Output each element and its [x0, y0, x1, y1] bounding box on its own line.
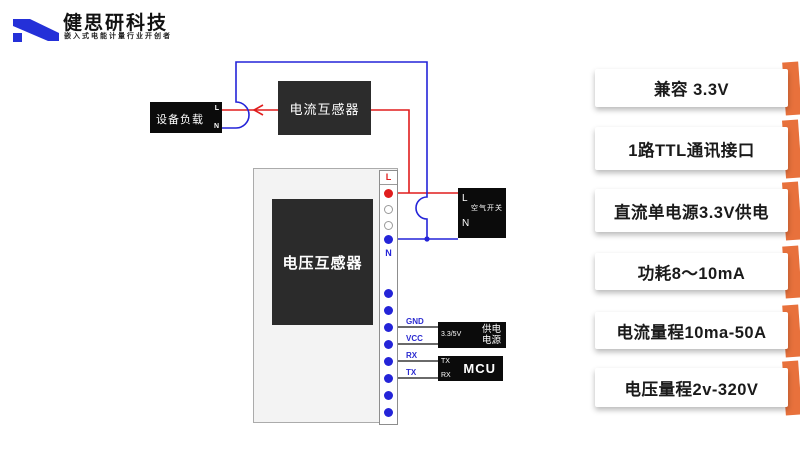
pin-label-rx: RX	[406, 351, 418, 360]
brand-subtitle: 嵌入式电能计量行业开创者	[64, 33, 172, 40]
load-terminal-n: N	[213, 123, 219, 130]
strip-separator	[380, 184, 397, 185]
brand-title: 健思研科技	[63, 13, 169, 34]
terminal-dot-signal	[384, 323, 393, 332]
load-label: 设备负载	[156, 114, 204, 126]
wire-junction-dot	[424, 236, 430, 242]
feature-card: 兼容 3.3V	[595, 61, 800, 116]
mcu-pin-tx: TX	[441, 358, 450, 365]
terminal-dot-signal	[384, 374, 393, 383]
power-supply-voltage: 3.3/5V	[441, 331, 462, 338]
mcu-box: TX RX MCU	[438, 356, 503, 381]
power-supply-label-line2: 电源	[481, 335, 501, 346]
voltage-transformer-label: 电压互感器	[282, 254, 363, 272]
air-switch-terminal-n: N	[462, 218, 470, 229]
feature-label: 兼容 3.3V	[595, 69, 788, 107]
brand-logo-icon	[13, 19, 59, 42]
current-transformer-box: 电流互感器	[278, 81, 371, 135]
load-terminal-l: L	[214, 105, 219, 112]
feature-label: 功耗8～10mA	[595, 253, 788, 290]
terminal-dot-signal	[384, 408, 393, 417]
feature-card: 电压量程2v-320V	[595, 360, 800, 416]
wire-live-ct-to-board	[371, 109, 410, 193]
terminal-dot-signal	[384, 357, 393, 366]
air-switch-terminal-l: L	[462, 193, 468, 204]
power-supply-label: 供电 电源	[482, 324, 501, 346]
pin-label-tx: TX	[406, 368, 417, 377]
feature-label: 电流量程10ma-50A	[595, 312, 788, 349]
terminal-dot-spare	[384, 205, 393, 214]
power-supply-label-line1: 供电	[481, 324, 501, 335]
strip-label-l: L	[385, 172, 392, 182]
current-direction-arrow	[252, 104, 264, 116]
terminal-dot-signal	[384, 340, 393, 349]
feature-card: 1路TTL通讯接口	[595, 119, 800, 179]
feature-label: 电压量程2v-320V	[595, 368, 788, 407]
mcu-label: MCU	[463, 361, 496, 376]
terminal-strip: L N	[379, 170, 398, 425]
strip-label-n: N	[385, 248, 392, 258]
terminal-dot-signal	[384, 289, 393, 298]
feature-card: 电流量程10ma-50A	[595, 304, 800, 358]
feature-card: 功耗8～10mA	[595, 245, 800, 299]
terminal-dot-neutral	[384, 235, 393, 244]
pin-label-vcc: VCC	[406, 334, 423, 343]
mcu-pin-rx: RX	[441, 372, 451, 379]
terminal-dot-live	[384, 189, 393, 198]
pin-label-gnd: GND	[406, 317, 424, 326]
feature-card: 直流单电源3.3V供电	[595, 181, 800, 241]
feature-label: 直流单电源3.3V供电	[595, 189, 788, 232]
terminal-dot-signal	[384, 306, 393, 315]
feature-label: 1路TTL通讯接口	[595, 127, 788, 170]
load-box: 设备负载 L N	[150, 102, 222, 133]
air-switch-box: L N 空气开关	[458, 188, 506, 238]
voltage-transformer-box: 电压互感器	[272, 199, 373, 325]
air-switch-label: 空气开关	[471, 205, 503, 212]
wire-neutral-load-loop	[222, 61, 428, 238]
terminal-dot-signal	[384, 391, 393, 400]
terminal-dot-spare	[384, 221, 393, 230]
power-supply-box: 3.3/5V 供电 电源	[438, 322, 506, 348]
current-transformer-label: 电流互感器	[289, 101, 360, 117]
